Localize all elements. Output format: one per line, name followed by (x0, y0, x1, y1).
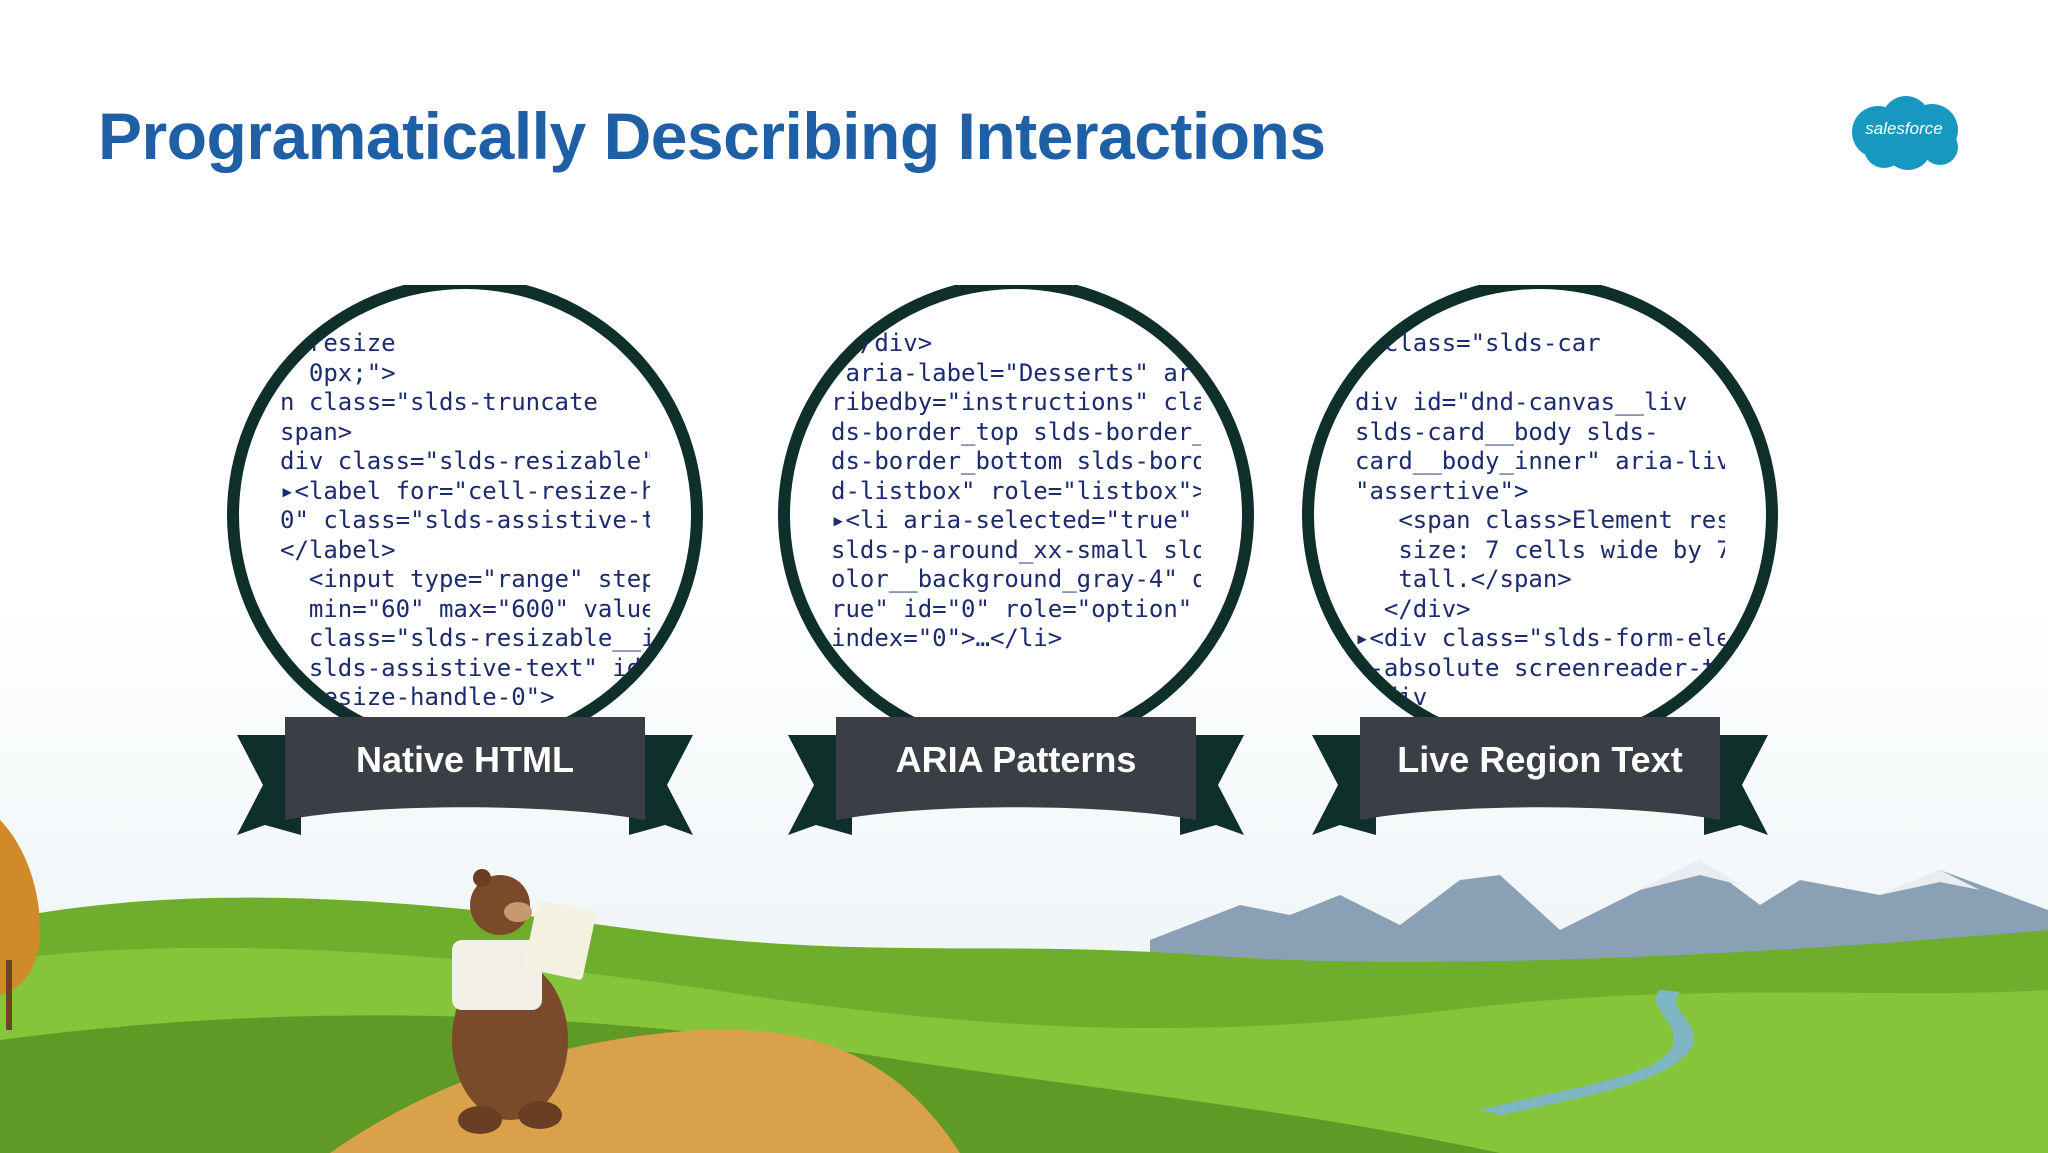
mountain-snow-2 (1880, 870, 1980, 895)
logo-wordmark: salesforce (1865, 119, 1943, 138)
slide-title: Programatically Describing Interactions (98, 99, 1326, 173)
badge-label: Live Region Text (1397, 739, 1683, 780)
badge-label: ARIA Patterns (895, 739, 1137, 780)
bear-mascot-icon (452, 869, 596, 1134)
magnifier-badge-icon (778, 285, 1254, 835)
tree-icon (0, 820, 40, 995)
salesforce-logo: salesforce (1848, 92, 1964, 174)
magnifier-badge-icon (227, 285, 703, 835)
river (1480, 990, 1695, 1115)
badge-label: Native HTML (355, 739, 575, 780)
mountain-snow (1640, 860, 1740, 890)
cloud-logo-icon (1852, 96, 1958, 170)
magnifier-badge-icon (1302, 285, 1778, 835)
